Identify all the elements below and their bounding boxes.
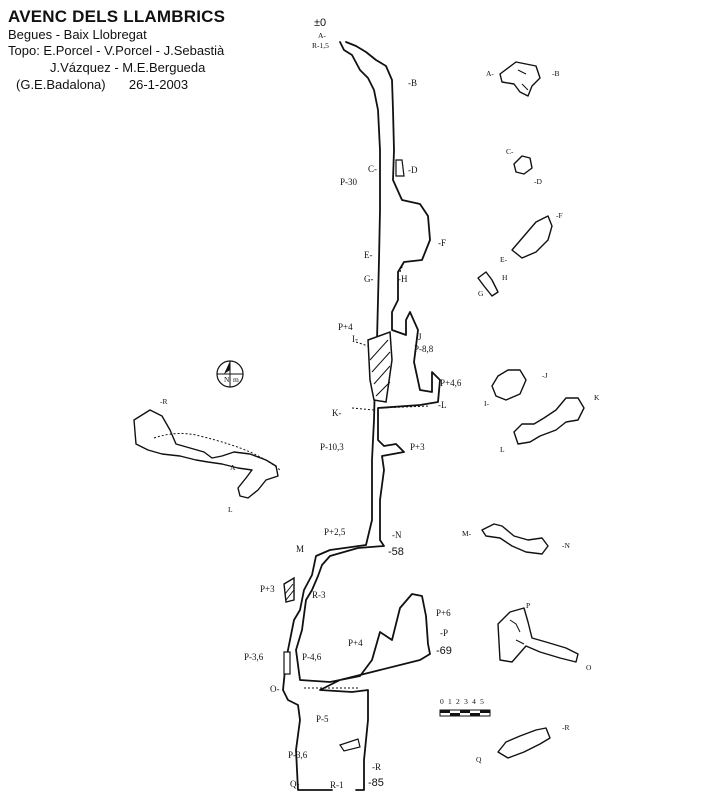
sec-kl-l: L	[500, 445, 505, 454]
label-p4-lower: P+4	[348, 638, 363, 648]
survey-date: 26-1-2003	[128, 77, 189, 92]
label-e: E-	[364, 250, 373, 260]
label-p4-upper: P+4	[338, 322, 353, 332]
profile-labels: ±0 A- R-1,5 -B C- -D P-30 E- -F G- -H P+…	[244, 17, 462, 790]
scale-label: 0 1 2 3 4 5	[440, 697, 485, 706]
plan-label-a: A	[230, 463, 236, 472]
sec-efgh-g: G	[478, 289, 484, 298]
section-mn	[481, 523, 549, 555]
plan-label-r: -R	[160, 397, 168, 406]
section-op	[497, 607, 579, 663]
label-o: O-	[270, 684, 280, 694]
section-ab	[499, 61, 541, 97]
sec-ab-a: A-	[486, 69, 494, 78]
subtitle-location: Begues - Baix Llobregat	[8, 27, 147, 42]
label-a: A-	[318, 31, 326, 40]
profile-left-wall	[282, 41, 381, 791]
plan-outline	[133, 409, 279, 499]
label-r1: R-1	[330, 780, 344, 790]
sec-op-o: O	[586, 663, 592, 672]
label-p8-8: P-8,8	[414, 344, 434, 354]
sec-mn-n: -N	[562, 541, 570, 550]
label-p3-lower: P+3	[260, 584, 275, 594]
label-p4-6-lower: P-4,6	[302, 652, 322, 662]
plan-view: -R A L	[133, 397, 281, 514]
depth-entrance: ±0	[314, 17, 326, 29]
sec-cd-d: -D	[534, 177, 542, 186]
sec-kl-k: K	[594, 393, 600, 402]
profile-right-wall	[295, 41, 441, 791]
sec-op-p: P	[526, 601, 530, 610]
label-l: -L	[438, 400, 447, 410]
label-p: -P	[440, 628, 448, 638]
depth-p: -69	[436, 645, 452, 657]
label-r3: R-3	[312, 590, 326, 600]
label-g: G-	[364, 274, 374, 284]
subtitle-authors: J.Vázquez - M.E.Bergueda	[50, 60, 206, 75]
section-kl	[513, 397, 585, 445]
label-p3-6-upper: P-3,6	[244, 652, 264, 662]
plan-label-l: L	[228, 505, 233, 514]
sec-ab-b: -B	[552, 69, 560, 78]
cave-profile	[282, 41, 441, 791]
label-p6: P+6	[436, 608, 451, 618]
label-i: I-	[352, 334, 358, 344]
depth-n: -58	[388, 546, 404, 558]
label-b: -B	[408, 78, 417, 88]
label-k: K-	[332, 408, 342, 418]
subtitle-topo: Topo: E.Porcel - V.Porcel - J.Sebastià	[8, 43, 225, 58]
depth-r: -85	[368, 777, 384, 789]
sec-qr-q: Q	[476, 755, 482, 764]
label-c: C-	[368, 164, 377, 174]
sec-efgh-f: -F	[556, 211, 563, 220]
section-cd	[513, 155, 533, 175]
north-compass: N m	[216, 360, 244, 388]
subtitle-group: (G.E.Badalona) 26-1-2003	[16, 78, 188, 91]
sec-qr-r: -R	[562, 723, 570, 732]
scale-bar: 0 1 2 3 4 5	[439, 697, 491, 717]
sec-efgh-h: H	[502, 273, 508, 282]
label-h: -H	[398, 274, 408, 284]
section-qr	[497, 727, 551, 759]
sec-efgh-e: E-	[500, 255, 508, 264]
compass-north: N	[224, 375, 230, 384]
label-p5: P-5	[316, 714, 329, 724]
group-name: (G.E.Badalona)	[16, 77, 106, 92]
label-r: -R	[372, 762, 381, 772]
label-p10-3: P-10,3	[320, 442, 344, 452]
label-p3-upper: P+3	[410, 442, 425, 452]
label-q: Q-	[290, 779, 300, 789]
sec-ij-i: I-	[484, 399, 489, 408]
label-r1-5: R-1,5	[312, 41, 329, 50]
label-n: -N	[392, 530, 402, 540]
label-m: M	[296, 544, 304, 554]
label-f: -F	[438, 238, 446, 248]
sec-ij-j: -J	[542, 371, 547, 380]
sec-mn-m: M-	[462, 529, 472, 538]
label-p4-6-upper: P+4,6	[440, 378, 462, 388]
label-p30: P-30	[340, 177, 358, 187]
section-ij	[491, 369, 527, 401]
map-title: AVENC DELS LLAMBRICS	[8, 7, 226, 26]
label-j: J	[418, 332, 422, 342]
label-p3-6-lower: P-3,6	[288, 750, 308, 760]
sec-cd-c: C-	[506, 147, 514, 156]
label-d: -D	[408, 165, 418, 175]
label-p2-5: P+2,5	[324, 527, 346, 537]
section-efgh	[511, 215, 553, 259]
compass-m: m	[233, 375, 239, 384]
cross-sections: A- -B C- -D -F E- G H I- -J K L M- -N P …	[462, 61, 600, 764]
